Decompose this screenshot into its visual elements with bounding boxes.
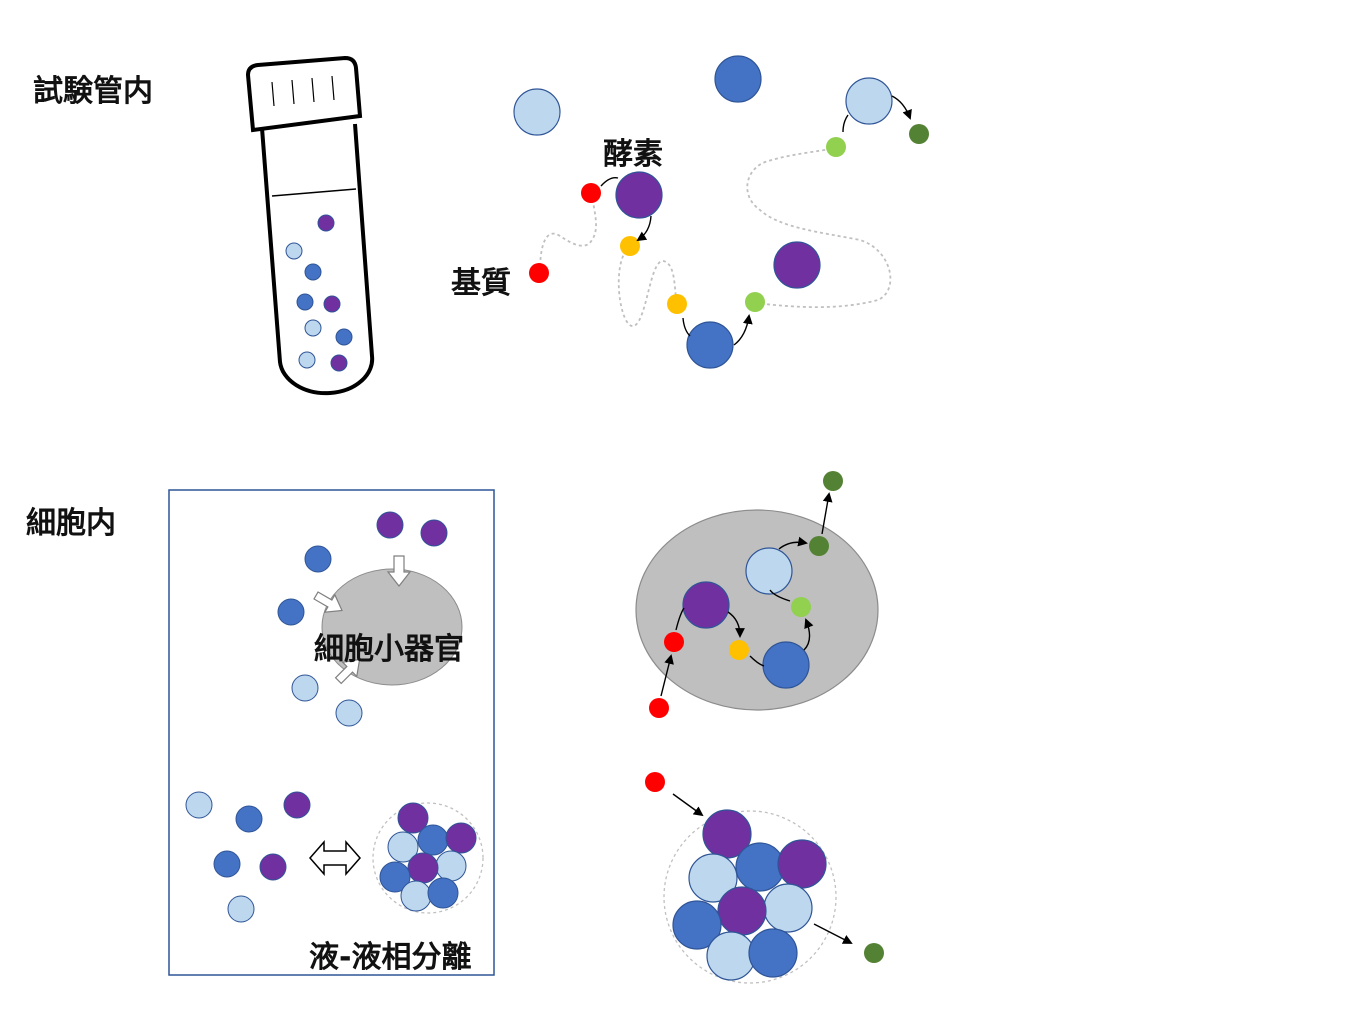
enzyme-light-blue xyxy=(291,674,319,702)
reaction-arrow xyxy=(749,655,765,667)
product-dark-green xyxy=(823,471,843,491)
enzyme-blue xyxy=(762,641,810,689)
enzyme-light-blue xyxy=(298,351,316,369)
enzyme-light-blue xyxy=(688,853,738,903)
reaction-arrow xyxy=(682,317,691,337)
enzyme-blue xyxy=(335,328,353,346)
enzyme-purple xyxy=(717,886,767,936)
substrate-red xyxy=(664,632,684,652)
test-tube-icon xyxy=(245,55,375,396)
enzyme-blue xyxy=(748,928,798,978)
intermediate-yellow xyxy=(667,294,687,314)
diffusion-path xyxy=(539,147,892,327)
enzyme-light-blue xyxy=(513,88,561,136)
reaction-arrow xyxy=(891,95,912,120)
product-dark-green xyxy=(909,124,929,144)
enzyme-purple xyxy=(317,214,335,232)
enzyme-purple xyxy=(376,511,404,539)
enzyme-purple xyxy=(777,839,827,889)
section-title-test-tube: 試験管内 xyxy=(33,74,153,109)
product-dark-green xyxy=(864,943,884,963)
intermediate-yellow xyxy=(620,236,640,256)
reaction-arrow xyxy=(733,314,753,346)
reaction-arrow xyxy=(821,492,833,535)
enzyme-purple xyxy=(330,354,348,372)
reaction-arrow xyxy=(842,114,849,133)
enzyme-blue xyxy=(672,900,722,950)
enzyme-light-blue xyxy=(185,791,213,819)
section-title-cell: 細胞内 xyxy=(26,506,116,541)
enzyme-light-blue xyxy=(335,699,363,727)
substrate-red xyxy=(645,772,665,792)
enzyme-light-blue xyxy=(285,242,303,260)
enzyme-light-blue xyxy=(745,547,793,595)
reaction-arrow xyxy=(600,176,619,187)
substrate-red xyxy=(581,183,601,203)
substrate-red xyxy=(649,698,669,718)
enzyme-purple xyxy=(773,241,821,289)
enzyme-purple xyxy=(420,519,448,547)
reaction-arrow xyxy=(813,923,853,944)
organelle-large xyxy=(635,509,879,711)
enzyme-light-blue xyxy=(227,895,255,923)
hollow-arrow-icon xyxy=(313,555,412,685)
intermediate-yellow xyxy=(729,640,749,660)
substrate-red xyxy=(529,263,549,283)
intermediate-light-green xyxy=(826,137,846,157)
enzyme-blue xyxy=(296,293,314,311)
enzyme-blue xyxy=(686,321,734,369)
enzyme-blue xyxy=(277,598,305,626)
reaction-arrow xyxy=(769,589,791,602)
organelle-label: 細胞小器官 xyxy=(314,632,464,667)
enzyme-light-blue xyxy=(304,319,322,337)
intermediate-light-green xyxy=(745,292,765,312)
enzyme-label: 酵素 xyxy=(603,137,663,172)
enzyme-light-blue xyxy=(763,883,813,933)
reaction-arrow xyxy=(660,654,674,697)
double-arrow-icon xyxy=(309,840,361,876)
enzyme-light-blue xyxy=(706,931,756,981)
enzyme-blue xyxy=(714,55,762,103)
enzyme-light-blue xyxy=(845,77,893,125)
enzyme-purple xyxy=(259,853,287,881)
substrate-label: 基質 xyxy=(451,266,511,301)
enzyme-purple xyxy=(323,295,341,313)
enzyme-blue xyxy=(235,805,263,833)
enzyme-purple xyxy=(283,791,311,819)
reaction-arrow xyxy=(727,611,745,638)
organelle xyxy=(321,568,463,686)
droplet-small xyxy=(372,802,484,914)
product-dark-green xyxy=(809,536,829,556)
enzyme-blue xyxy=(735,842,785,892)
enzyme-blue xyxy=(304,545,332,573)
intermediate-light-green xyxy=(791,597,811,617)
enzyme-purple xyxy=(682,581,730,629)
enzyme-purple xyxy=(615,171,663,219)
llps-label: 液-液相分離 xyxy=(309,940,472,975)
reaction-arrow xyxy=(778,536,808,550)
enzyme-blue xyxy=(304,263,322,281)
reaction-arrow xyxy=(675,607,685,631)
reaction-arrow xyxy=(672,793,704,817)
reaction-arrow xyxy=(803,618,814,651)
reaction-arrow xyxy=(636,215,652,242)
enzyme-blue xyxy=(213,850,241,878)
